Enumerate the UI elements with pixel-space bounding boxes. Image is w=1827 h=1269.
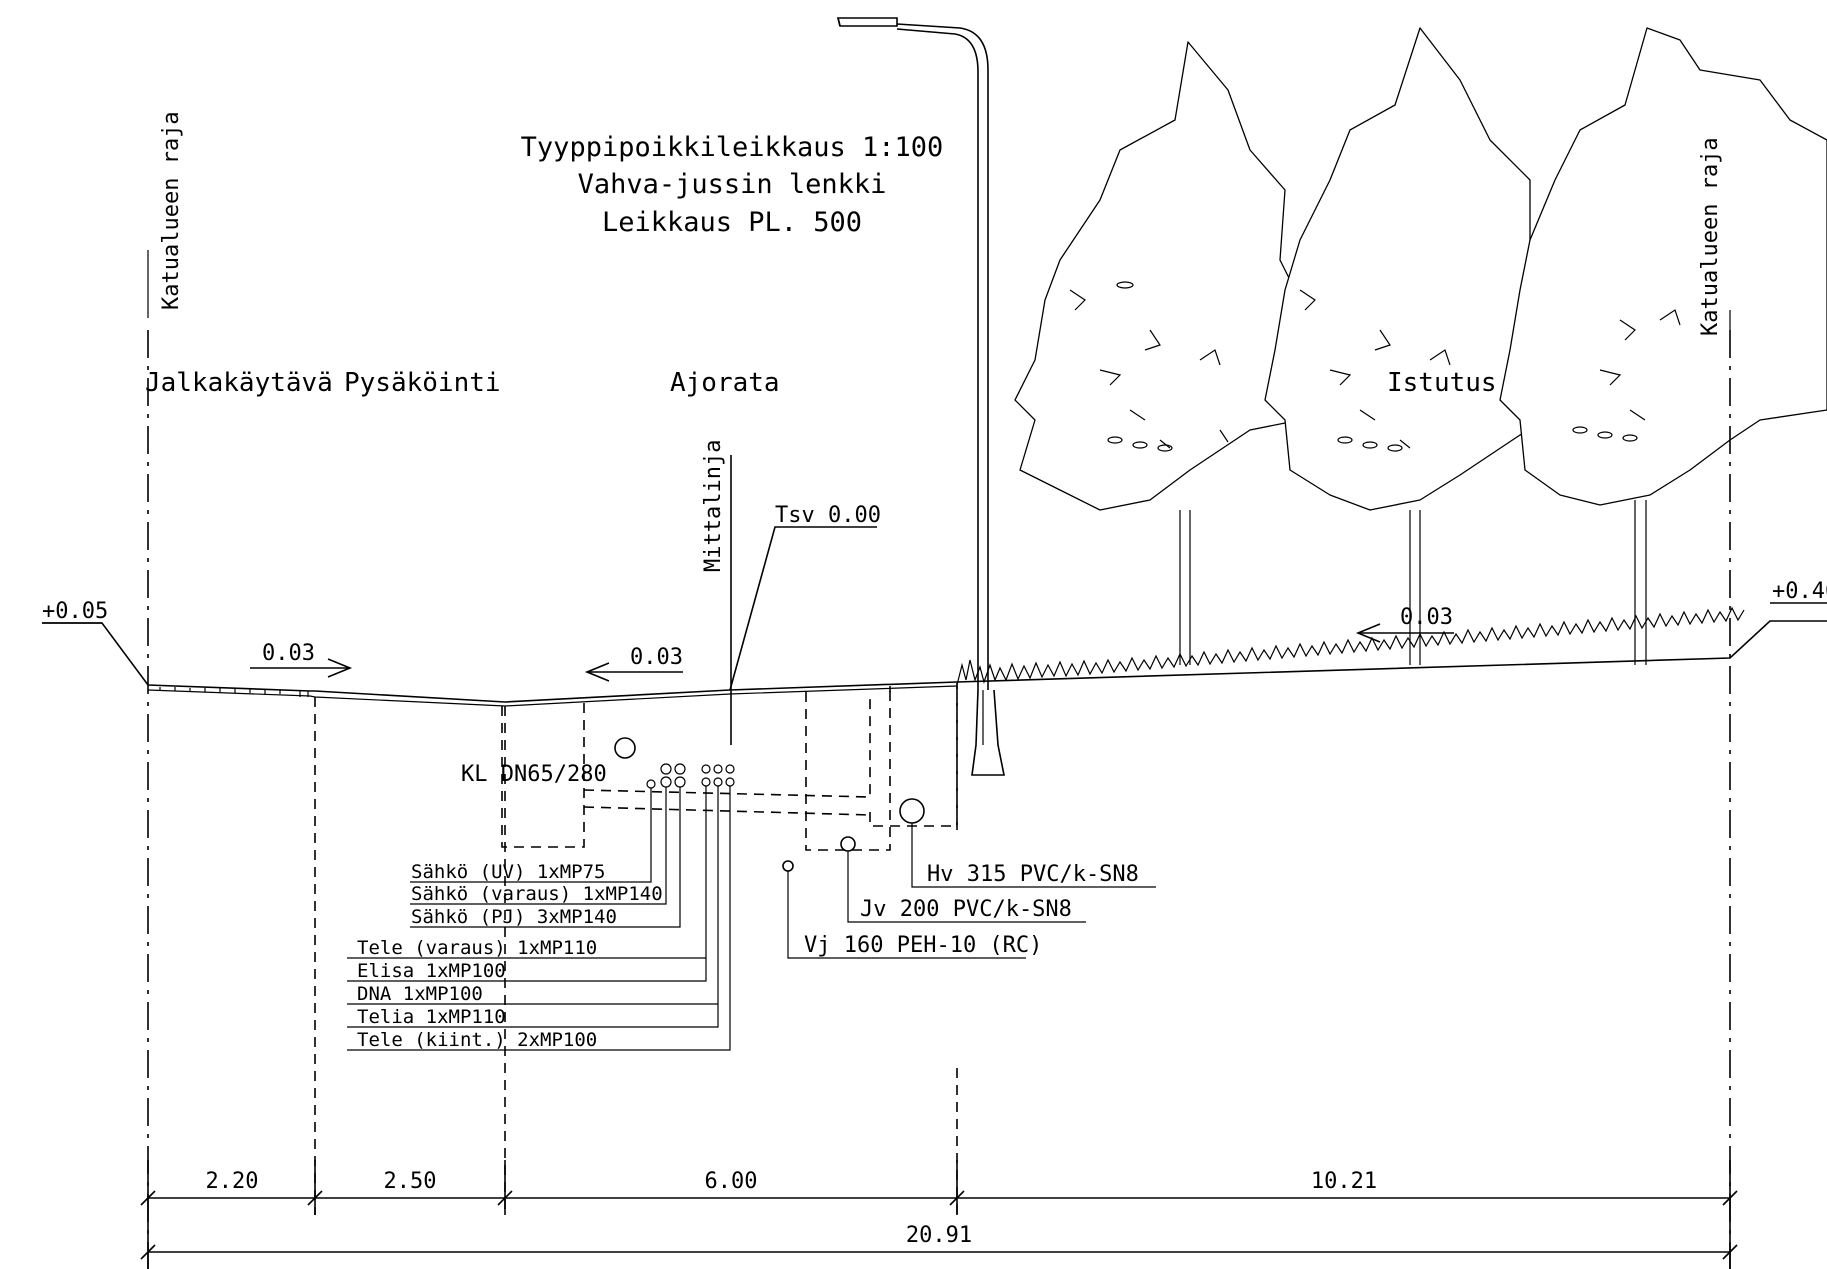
cable-label-8: Tele (kiint.) 2xMP100 xyxy=(357,1029,597,1051)
tree-2 xyxy=(1264,27,1571,665)
title-line-2: Vahva-jussin lenkki xyxy=(578,169,887,200)
zone-sidewalk: Jalkakäytävä xyxy=(145,368,333,398)
cable-leaders xyxy=(347,786,731,1051)
pipe-kl xyxy=(614,737,636,759)
measure-line-label: Mittalinja xyxy=(701,440,726,572)
cable-ducts xyxy=(646,763,735,789)
dimension-planting: 10.21 xyxy=(1311,1169,1377,1194)
dimension-sidewalk: 2.20 xyxy=(206,1169,259,1194)
zone-carriageway: Ajorata xyxy=(670,368,780,398)
boundary-label-right: Katualueen raja xyxy=(1698,137,1723,336)
dimension-carriageway: 6.00 xyxy=(705,1169,758,1194)
elevation-right: +0.40 xyxy=(1770,579,1827,604)
cable-label-7: Telia 1xMP110 xyxy=(357,1006,506,1028)
cable-label-6: DNA 1xMP100 xyxy=(357,983,483,1005)
elevation-tsv: Tsv 0.00 xyxy=(729,503,881,691)
elevation-left: +0.05 xyxy=(42,599,108,624)
tree-3 xyxy=(1499,27,1827,665)
pipe-vj-label: Vj 160 PEH-10 (RC) xyxy=(804,933,1042,958)
cable-label-3: Sähkö (PJ) 3xMP140 xyxy=(411,906,617,928)
cable-label-1: Sähkö (UV) 1xMP75 xyxy=(411,861,605,883)
pipe-hv xyxy=(899,798,925,824)
cable-label-2: Sähkö (varaus) 1xMP140 xyxy=(411,883,663,905)
elevation-left-label: +0.05 xyxy=(42,599,108,624)
dimension-chain xyxy=(140,1160,1738,1269)
dimension-parking: 2.50 xyxy=(384,1169,437,1194)
dimension-total: 20.91 xyxy=(906,1223,972,1248)
pipe-kl-label: KL DN65/280 xyxy=(461,762,607,787)
trenches xyxy=(501,683,958,851)
elevation-tsv-label: Tsv 0.00 xyxy=(775,503,881,528)
slope-sidewalk-label: 0.03 xyxy=(262,641,315,666)
cable-label-4: Tele (varaus) 1xMP110 xyxy=(357,937,597,959)
title-line-1: Tyyppipoikkileikkaus 1:100 xyxy=(521,132,944,163)
slope-planting: 0.03 xyxy=(1355,605,1454,643)
pipe-jv-label: Jv 200 PVC/k-SN8 xyxy=(860,897,1072,922)
slope-sidewalk: 0.03 xyxy=(250,641,353,678)
cable-label-5: Elisa 1xMP100 xyxy=(357,960,506,982)
boundary-label-left: Katualueen raja xyxy=(159,111,184,310)
grass-strip xyxy=(956,606,1745,686)
zone-parking: Pysäköinti xyxy=(344,368,501,398)
pipe-vj xyxy=(782,860,794,872)
slope-carriageway-label: 0.03 xyxy=(630,645,683,670)
pipe-hv-label: Hv 315 PVC/k-SN8 xyxy=(927,862,1139,887)
surface-profile xyxy=(42,620,1827,707)
street-light xyxy=(836,17,1005,776)
zone-planting: Istutus xyxy=(1387,368,1497,398)
title-line-3: Leikkaus PL. 500 xyxy=(602,207,862,238)
pipe-jv xyxy=(840,836,856,852)
slope-carriageway: 0.03 xyxy=(584,645,683,682)
tree-1 xyxy=(1014,41,1321,665)
elevation-right-label: +0.40 xyxy=(1772,579,1827,604)
slope-planting-label: 0.03 xyxy=(1400,605,1453,630)
